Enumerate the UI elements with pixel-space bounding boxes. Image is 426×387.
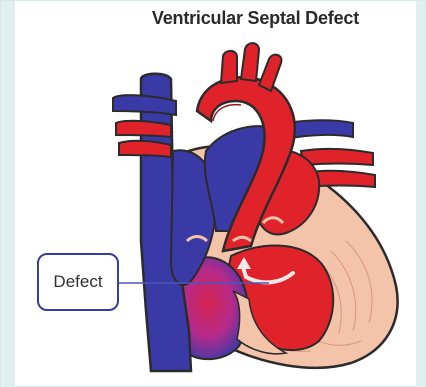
- aorta-branch-1: [221, 51, 237, 83]
- aorta-branch-3: [259, 55, 282, 91]
- pulmonary-vein-left-lower: [119, 141, 171, 157]
- pulmonary-artery-left: [113, 95, 176, 115]
- pulmonary-vein-left-upper: [116, 121, 171, 137]
- diagram-title: Ventricular Septal Defect: [1, 8, 426, 29]
- aorta-branch-2: [241, 43, 259, 81]
- defect-callout-label: Defect: [37, 253, 119, 311]
- pulmonary-vein-right-upper: [301, 149, 373, 165]
